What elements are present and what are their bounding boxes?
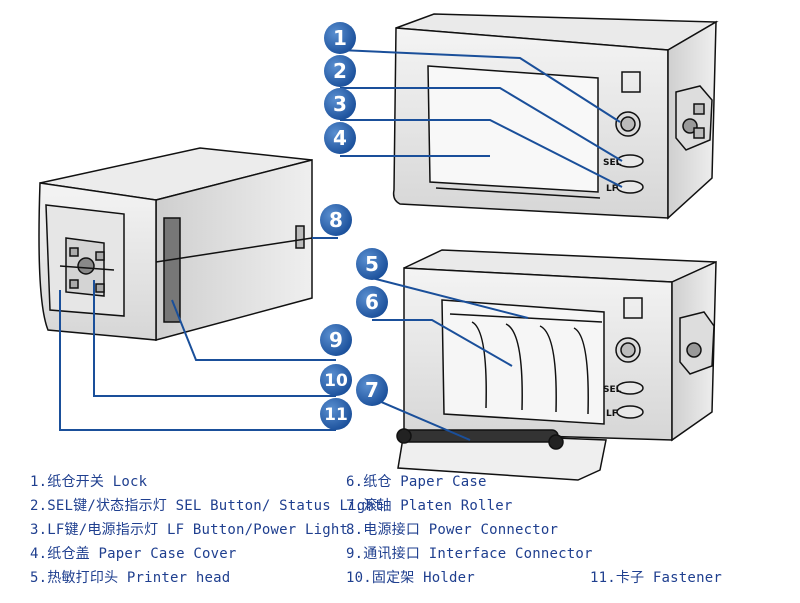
- legend-num: 6.: [346, 474, 364, 490]
- legend-num: 11.: [590, 570, 616, 586]
- callout-7: 7: [356, 374, 388, 406]
- callout-4: 4: [324, 122, 356, 154]
- leader-line-1: [339, 49, 621, 123]
- lf-label-top: LF: [606, 184, 618, 194]
- legend-item-2: 2.SEL键/状态指示灯 SEL Button/ Status Light: [30, 495, 383, 515]
- legend-num: 7.: [346, 498, 364, 514]
- legend-item-10: 10.固定架 Holder: [346, 567, 475, 587]
- leader-lines: [59, 49, 623, 441]
- svg-text:8: 8: [329, 208, 343, 232]
- legend-item-11: 11.卡子 Fastener: [590, 567, 722, 587]
- legend-label: 卡子 Fastener: [615, 570, 722, 586]
- svg-text:10: 10: [324, 371, 348, 391]
- leader-line-6: [372, 319, 513, 367]
- legend-label: SEL键/状态指示灯 SEL Button/ Status Light: [47, 498, 383, 514]
- callout-10: 10: [320, 364, 352, 396]
- legend-item-8: 8.电源接口 Power Connector: [346, 519, 558, 539]
- callout-9: 9: [320, 324, 352, 356]
- callout-6: 6: [356, 286, 388, 318]
- legend-num: 9.: [346, 546, 364, 562]
- legend-item-7: 7.滚轴 Platen Roller: [346, 495, 512, 515]
- legend-num: 10.: [346, 570, 372, 586]
- legend-item-6: 6.纸仓 Paper Case: [346, 471, 487, 491]
- legend-num: 1.: [30, 474, 48, 490]
- legend-item-3: 3.LF键/电源指示灯 LF Button/Power Light: [30, 519, 348, 539]
- callout-2: 2: [324, 55, 356, 87]
- printer-rear: [38, 147, 313, 341]
- svg-text:9: 9: [329, 328, 343, 352]
- legend-num: 5.: [30, 570, 48, 586]
- lf-label-bottom: LF: [606, 409, 618, 419]
- svg-text:1: 1: [333, 26, 347, 50]
- legend-num: 2.: [30, 498, 48, 514]
- callout-1: 1: [324, 22, 356, 54]
- legend-label: LF键/电源指示灯 LF Button/Power Light: [47, 522, 349, 538]
- leader-line-7: [371, 397, 471, 441]
- svg-text:5: 5: [365, 252, 379, 276]
- callout-8: 8: [320, 204, 352, 236]
- legend-item-4: 4.纸仓盖 Paper Case Cover: [30, 543, 237, 563]
- callout-11: 11: [320, 398, 352, 430]
- svg-text:3: 3: [333, 92, 347, 116]
- legend-label: 固定架 Holder: [371, 570, 475, 586]
- legend-num: 4.: [30, 546, 48, 562]
- printer-front-closed: [392, 13, 719, 220]
- callout-3: 3: [324, 88, 356, 120]
- legend-label: 纸仓盖 Paper Case Cover: [47, 546, 237, 562]
- legend-num: 3.: [30, 522, 48, 538]
- svg-text:6: 6: [365, 290, 379, 314]
- svg-text:11: 11: [324, 405, 348, 425]
- legend-label: 通讯接口 Interface Connector: [363, 546, 593, 562]
- legend-label: 电源接口 Power Connector: [363, 522, 559, 538]
- svg-text:7: 7: [365, 378, 379, 402]
- legend-label: 纸仓 Paper Case: [363, 474, 487, 490]
- leader-line-2: [340, 87, 623, 162]
- sel-label-top: SEL: [603, 158, 622, 168]
- leader-line-11: [59, 290, 336, 431]
- leader-line-10: [93, 280, 336, 397]
- legend-item-5: 5.热敏打印头 Printer head: [30, 567, 230, 587]
- legend-item-1: 1.纸仓开关 Lock: [30, 471, 147, 491]
- legend-label: 滚轴 Platen Roller: [363, 498, 513, 514]
- leader-line-3: [340, 119, 623, 188]
- sel-label-bottom: SEL: [603, 385, 622, 395]
- svg-text:4: 4: [333, 126, 347, 150]
- legend-num: 8.: [346, 522, 364, 538]
- svg-text:2: 2: [333, 59, 347, 83]
- callout-5: 5: [356, 248, 388, 280]
- legend-item-9: 9.通讯接口 Interface Connector: [346, 543, 593, 563]
- leader-line-9: [171, 299, 336, 361]
- leader-line-5: [371, 277, 529, 319]
- legend-label: 热敏打印头 Printer head: [47, 570, 231, 586]
- printer-front-open: [396, 249, 717, 481]
- legend-label: 纸仓开关 Lock: [47, 474, 148, 490]
